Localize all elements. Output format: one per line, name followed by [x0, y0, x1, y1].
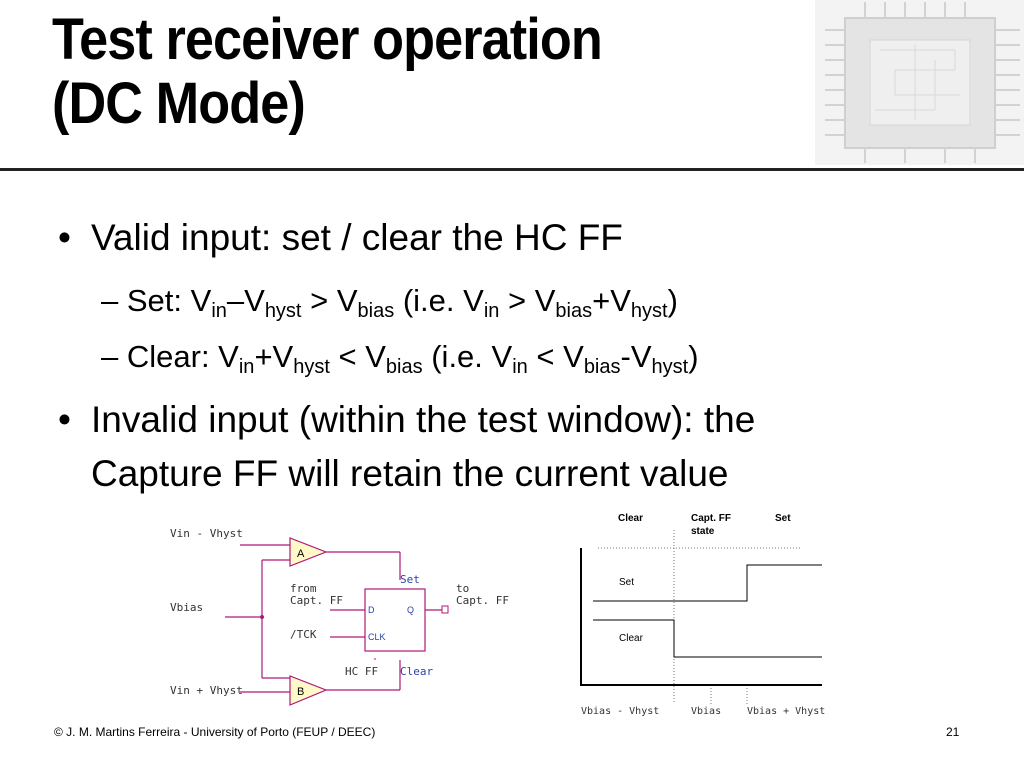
trace-label-clear: Clear — [619, 633, 644, 644]
chip-watermark-image — [815, 0, 1024, 165]
label-tck: /TCK — [290, 628, 317, 641]
slide-title: Test receiver operation (DC Mode) — [52, 8, 736, 136]
header-set: Set — [775, 513, 791, 524]
label-clear-pin: Clear — [400, 665, 433, 678]
axis-label-vbias-minus-vhyst: Vbias - Vhyst — [581, 706, 659, 717]
header-clear: Clear — [618, 513, 643, 524]
clear-prefix: Clear: — [126, 339, 219, 374]
label-vin-plus-vhyst: Vin + Vhyst — [170, 684, 243, 697]
sub-bullet-set: – Set: Vin–Vhyst > Vbias (i.e. Vin > Vbi… — [101, 283, 678, 322]
label-to-capt-ff: Capt. FF — [456, 594, 509, 607]
label-clk: CLK — [368, 632, 386, 642]
label-hc-ff: HC FF — [345, 665, 378, 678]
transfer-diagram: Clear Capt. FF state Set Set Clear Vbias… — [580, 513, 825, 717]
slide-number: 21 — [946, 725, 960, 739]
trace-label-set: Set — [619, 577, 634, 588]
header-state: state — [691, 526, 715, 537]
label-d: D — [368, 605, 375, 615]
label-vbias: Vbias — [170, 601, 203, 614]
label-vin-minus-vhyst: Vin - Vhyst — [170, 527, 243, 540]
header-capt-ff: Capt. FF — [691, 513, 731, 524]
title-line-2: (DC Mode) — [52, 71, 306, 136]
label-from-capt-ff: Capt. FF — [290, 594, 343, 607]
label-to: to — [456, 582, 469, 595]
bullet-marker: • — [58, 399, 71, 440]
title-line-1: Test receiver operation — [52, 7, 603, 72]
label-set-pin: Set — [400, 573, 420, 586]
circuit-diagram: Vin - Vhyst Vbias Vin + Vhyst from Capt.… — [170, 527, 509, 706]
label-comparator-a: A — [297, 548, 305, 560]
sub-bullet-clear: – Clear: Vin+Vhyst < Vbias (i.e. Vin < V… — [101, 339, 699, 378]
bullet-marker: • — [58, 217, 71, 258]
axis-label-vbias-plus-vhyst: Vbias + Vhyst — [747, 706, 825, 717]
set-prefix: Set: — [126, 283, 191, 318]
label-q: Q — [407, 605, 414, 615]
label-from: from — [290, 582, 317, 595]
footer-copyright: © J. M. Martins Ferreira - University of… — [54, 725, 376, 739]
label-comparator-b: B — [297, 686, 304, 698]
title-divider — [0, 168, 1024, 171]
axis-label-vbias: Vbias — [691, 706, 721, 717]
